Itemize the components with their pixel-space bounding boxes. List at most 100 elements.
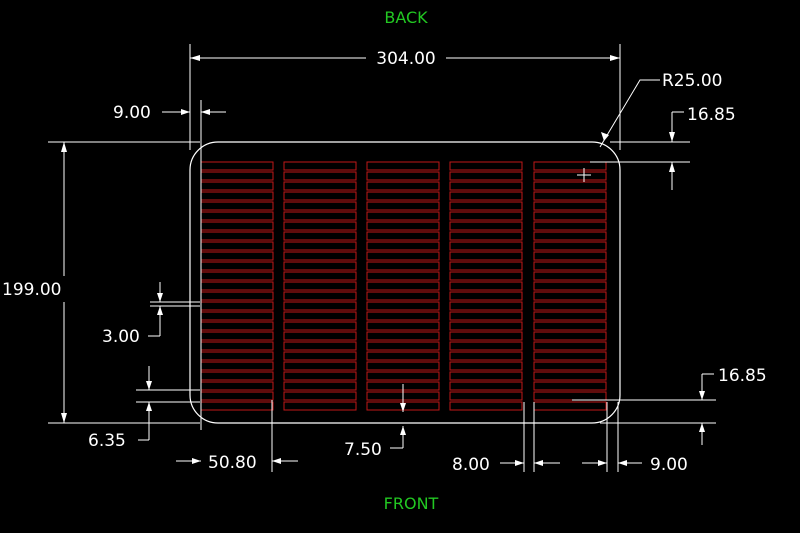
slot: [366, 321, 440, 331]
slot: [366, 311, 440, 321]
slot: [283, 261, 357, 271]
slot: [449, 311, 523, 321]
slot: [533, 191, 607, 201]
slot: [283, 371, 357, 381]
slot: [533, 261, 607, 271]
slot: [533, 381, 607, 391]
slot: [366, 231, 440, 241]
slot: [283, 361, 357, 371]
slot: [533, 201, 607, 211]
slot: [283, 221, 357, 231]
slot: [366, 181, 440, 191]
slot: [449, 231, 523, 241]
slot: [366, 341, 440, 351]
slot: [200, 281, 274, 291]
slot: [200, 401, 274, 411]
slot: [200, 271, 274, 281]
slot: [366, 371, 440, 381]
slot: [449, 381, 523, 391]
slot: [449, 191, 523, 201]
slot: [366, 201, 440, 211]
slot: [533, 301, 607, 311]
dim-height: 199.00: [2, 280, 61, 300]
slot: [283, 291, 357, 301]
slot: [283, 321, 357, 331]
slot: [449, 401, 523, 411]
slot: [366, 351, 440, 361]
slot: [366, 251, 440, 261]
slot: [366, 221, 440, 231]
slot: [200, 381, 274, 391]
slot: [283, 341, 357, 351]
slot: [283, 351, 357, 361]
slot: [200, 231, 274, 241]
slot: [200, 171, 274, 181]
slot: [533, 321, 607, 331]
slot: [366, 361, 440, 371]
slot: [200, 331, 274, 341]
slot: [533, 291, 607, 301]
slot: [283, 171, 357, 181]
slot: [533, 331, 607, 341]
slot: [366, 261, 440, 271]
dim-right-margin: 9.00: [650, 455, 688, 475]
back-label: BACK: [384, 8, 428, 27]
slot: [449, 371, 523, 381]
slot: [449, 291, 523, 301]
slot: [449, 181, 523, 191]
slot: [449, 391, 523, 401]
slot: [200, 321, 274, 331]
slot: [533, 221, 607, 231]
slot: [449, 341, 523, 351]
slot: [533, 361, 607, 371]
slot: [283, 201, 357, 211]
slot: [533, 181, 607, 191]
slot: [449, 241, 523, 251]
slot: [533, 311, 607, 321]
slot: [449, 361, 523, 371]
slot: [200, 251, 274, 261]
slot: [200, 341, 274, 351]
slot: [283, 251, 357, 261]
slot: [449, 261, 523, 271]
slot: [366, 281, 440, 291]
slot: [366, 191, 440, 201]
slot: [449, 321, 523, 331]
slot: [283, 271, 357, 281]
dim-bottom-offset-left: 6.35: [88, 431, 126, 451]
slot: [200, 371, 274, 381]
slot: [283, 311, 357, 321]
center-mark: [577, 168, 591, 182]
slot: [366, 291, 440, 301]
slot: [449, 281, 523, 291]
slot: [449, 201, 523, 211]
slot: [200, 361, 274, 371]
slot: [283, 281, 357, 291]
dim-width: 304.00: [376, 49, 435, 69]
slot: [533, 341, 607, 351]
slot: [449, 221, 523, 231]
slot: [449, 351, 523, 361]
dim-left-margin: 9.00: [113, 103, 151, 123]
slot: [366, 161, 440, 171]
slot: [200, 311, 274, 321]
slot: [449, 331, 523, 341]
slot: [366, 241, 440, 251]
slot: [449, 251, 523, 261]
dimension-lines: [48, 44, 716, 472]
slot: [200, 391, 274, 401]
slot: [533, 351, 607, 361]
slot: [449, 161, 523, 171]
slot: [283, 161, 357, 171]
slot: [200, 191, 274, 201]
slot: [283, 331, 357, 341]
slot: [283, 181, 357, 191]
slot: [533, 271, 607, 281]
slot: [366, 211, 440, 221]
slot: [449, 171, 523, 181]
slot: [200, 301, 274, 311]
slot: [200, 201, 274, 211]
slot: [449, 301, 523, 311]
dim-bottom-offset-right: 16.85: [718, 366, 767, 386]
